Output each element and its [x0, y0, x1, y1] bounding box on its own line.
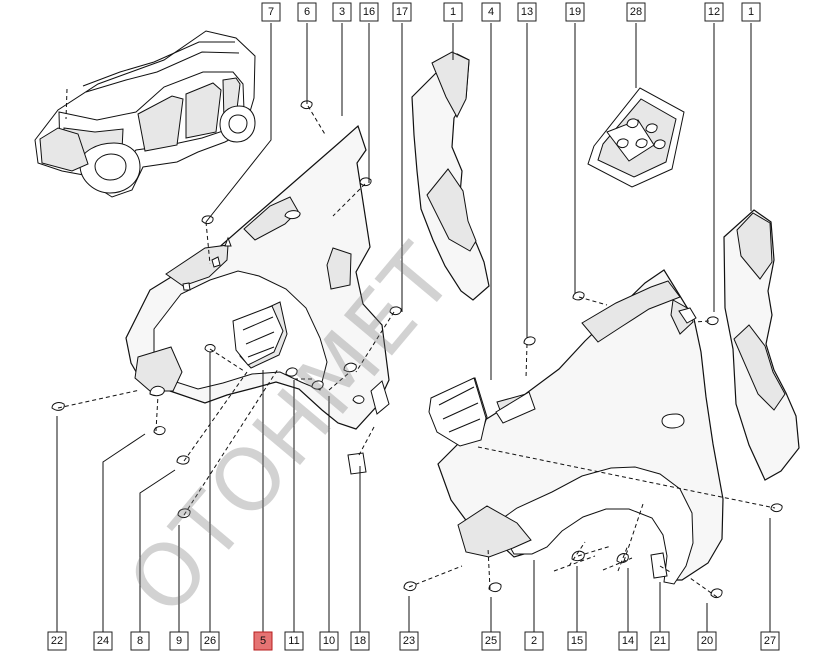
svg-text:16: 16: [363, 6, 375, 18]
svg-text:1: 1: [450, 6, 456, 18]
callout-16: 16: [359, 2, 379, 22]
callout-18: 18: [350, 631, 370, 651]
callout-14: 14: [618, 631, 638, 651]
callout-17: 17: [392, 2, 412, 22]
svg-text:6: 6: [304, 6, 310, 18]
callout-21: 21: [650, 631, 670, 651]
svg-text:18: 18: [354, 635, 366, 647]
right-fender-group: [403, 87, 783, 599]
callout-24: 24: [93, 631, 113, 651]
callout-3: 3: [332, 2, 352, 22]
callout-26: 26: [200, 631, 220, 651]
svg-text:3: 3: [339, 6, 345, 18]
svg-text:25: 25: [485, 635, 497, 647]
svg-text:7: 7: [268, 6, 274, 18]
svg-text:8: 8: [137, 635, 143, 647]
callout-12: 12: [704, 2, 724, 22]
leader-lines: [56, 23, 776, 639]
svg-text:4: 4: [488, 6, 494, 18]
callout-15: 15: [567, 631, 587, 651]
callout-1-left: 1: [443, 2, 463, 22]
wheel-arch-liner-group: [411, 51, 800, 481]
callouts: 7 6 3 16 17 1: [47, 2, 780, 651]
callout-2: 2: [524, 631, 544, 651]
vehicle-thumbnail: [34, 30, 256, 198]
svg-text:14: 14: [622, 635, 634, 647]
svg-text:26: 26: [204, 635, 216, 647]
svg-text:17: 17: [396, 6, 408, 18]
svg-text:23: 23: [403, 635, 415, 647]
svg-text:24: 24: [97, 635, 109, 647]
callout-6: 6: [297, 2, 317, 22]
svg-text:27: 27: [764, 635, 776, 647]
svg-text:20: 20: [701, 635, 713, 647]
svg-text:21: 21: [654, 635, 666, 647]
callout-22: 22: [47, 631, 67, 651]
svg-text:5: 5: [260, 635, 266, 647]
svg-text:9: 9: [176, 635, 182, 647]
callout-5-highlighted: 5: [253, 631, 273, 651]
svg-text:10: 10: [323, 635, 335, 647]
callout-25: 25: [481, 631, 501, 651]
callout-9: 9: [169, 631, 189, 651]
left-fender-group: [51, 100, 402, 519]
callout-20: 20: [697, 631, 717, 651]
callout-7: 7: [261, 2, 281, 22]
callout-1-right: 1: [741, 2, 761, 22]
svg-text:22: 22: [51, 635, 63, 647]
svg-text:19: 19: [569, 6, 581, 18]
callout-19: 19: [565, 2, 585, 22]
svg-text:1: 1: [748, 6, 754, 18]
svg-text:12: 12: [708, 6, 720, 18]
svg-text:13: 13: [521, 6, 533, 18]
callout-23: 23: [399, 631, 419, 651]
svg-text:11: 11: [288, 635, 299, 647]
callout-13: 13: [517, 2, 537, 22]
callout-8: 8: [130, 631, 150, 651]
callout-27: 27: [760, 631, 780, 651]
svg-text:28: 28: [630, 6, 642, 18]
callout-10: 10: [319, 631, 339, 651]
callout-4: 4: [481, 2, 501, 22]
callout-28: 28: [626, 2, 646, 22]
svg-text:2: 2: [531, 635, 537, 647]
svg-text:15: 15: [571, 635, 583, 647]
callout-11: 11: [284, 631, 304, 651]
